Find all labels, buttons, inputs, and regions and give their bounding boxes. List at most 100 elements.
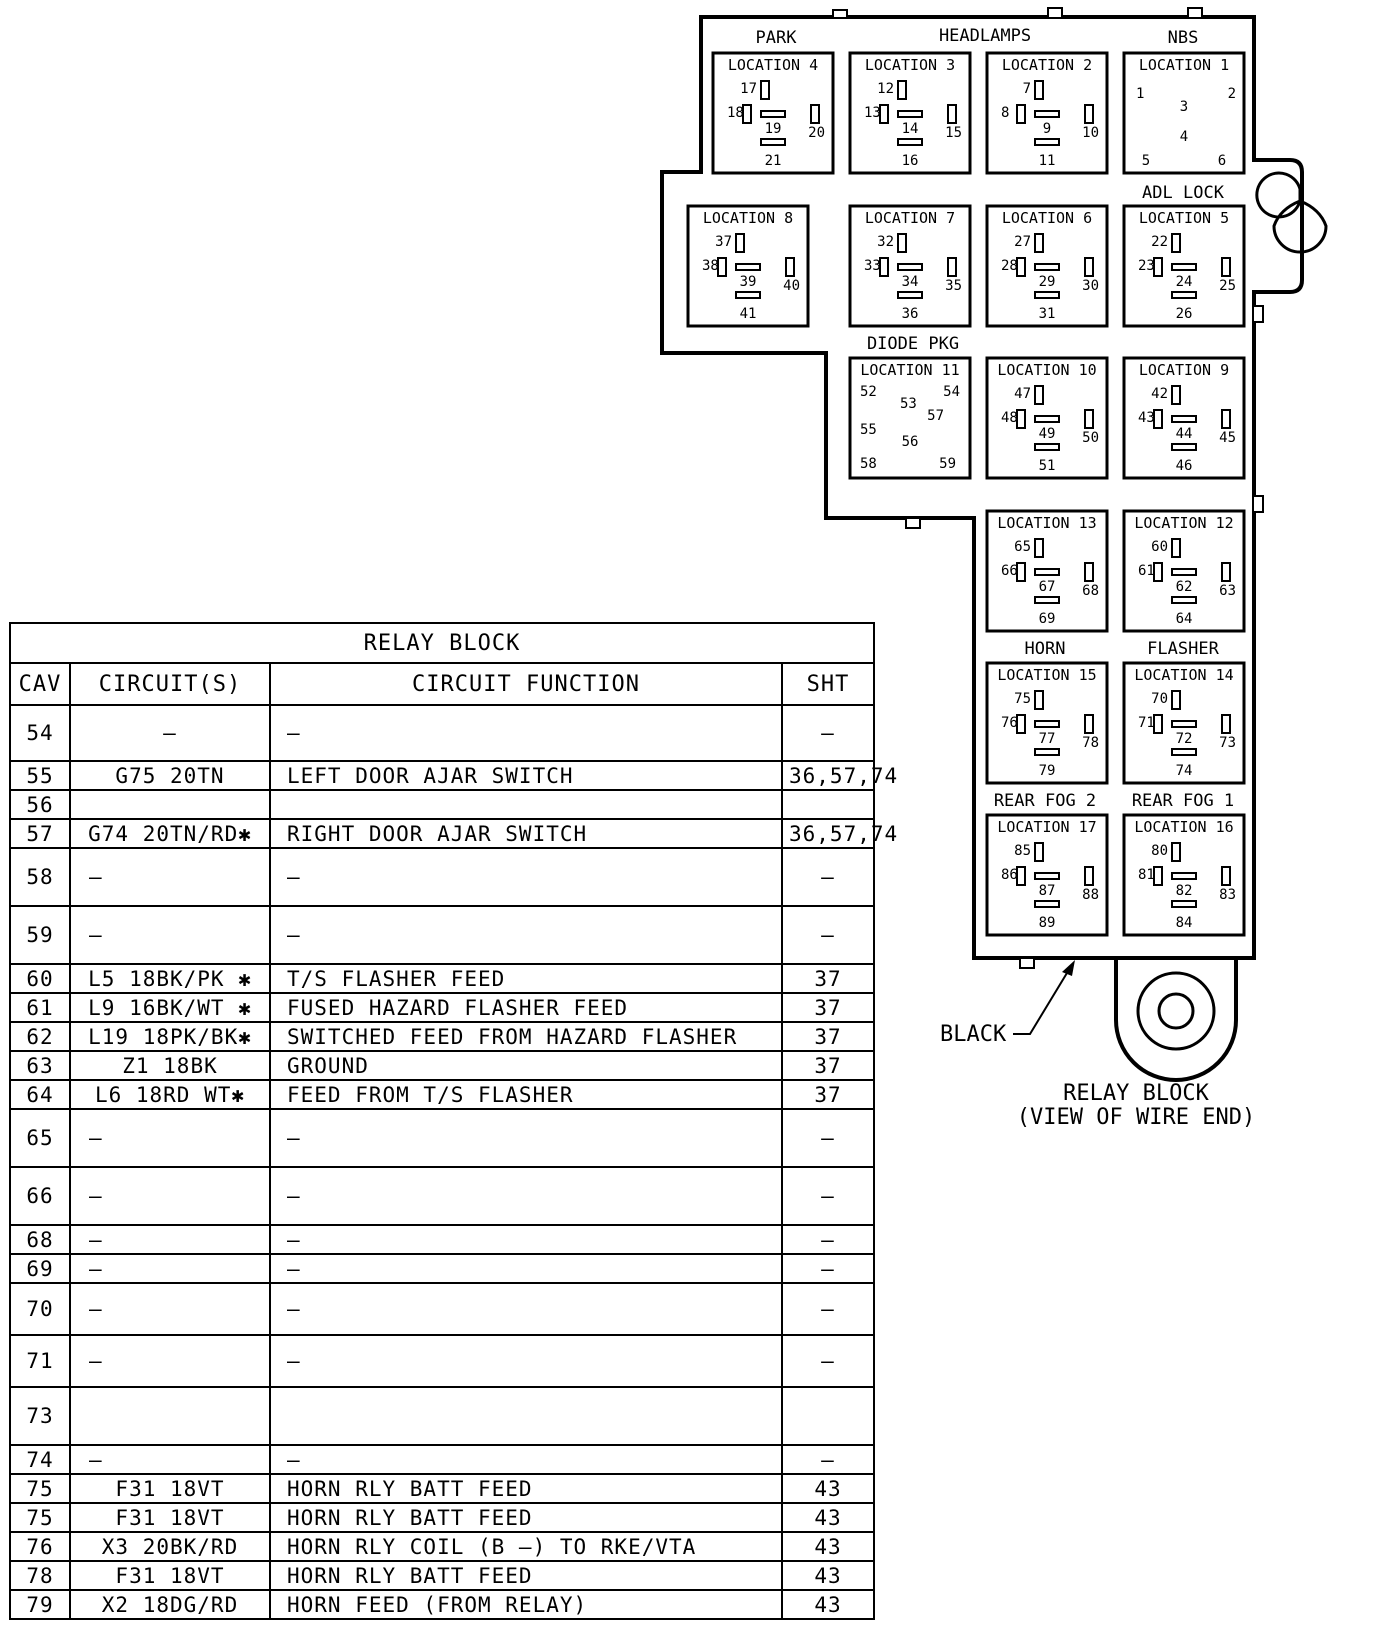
terminal-slot	[1171, 385, 1181, 405]
terminal-slot	[879, 257, 889, 277]
sht-cell: —	[780, 1444, 876, 1475]
function-cell: HORN FEED (FROM RELAY)	[269, 1589, 783, 1620]
function-cell: FEED FROM T/S FLASHER	[269, 1079, 783, 1110]
cav-cell: 75	[9, 1473, 71, 1504]
pin-number: 66	[1001, 563, 1018, 579]
terminal-slot	[1016, 866, 1026, 886]
terminal-slot	[1034, 138, 1060, 146]
location-label: LOCATION 17	[997, 818, 1096, 836]
pin-number: 71	[1138, 715, 1155, 731]
terminal-slot	[947, 257, 957, 277]
cav-cell: 57	[9, 818, 71, 849]
terminal-slot	[1034, 415, 1060, 423]
black-arrow-head	[1062, 960, 1075, 976]
cav-cell: 75	[9, 1502, 71, 1533]
cav-cell: 76	[9, 1531, 71, 1562]
pin-number: 28	[1001, 258, 1018, 274]
terminal-slot	[760, 80, 770, 100]
terminal-slot	[735, 233, 745, 253]
pin-number: 11	[1039, 153, 1056, 169]
table-row: 74———	[9, 1444, 876, 1475]
pin-number: 78	[1082, 735, 1099, 751]
terminal-slot	[1171, 291, 1197, 299]
pin-number: 60	[1151, 539, 1168, 555]
pin-number: 41	[740, 306, 757, 322]
pin-number: 40	[783, 278, 800, 294]
terminal-slot	[947, 104, 957, 124]
pin-number: 80	[1151, 843, 1168, 859]
pin-number: 8	[1001, 105, 1009, 121]
terminal-slot	[1153, 257, 1163, 277]
pin-number: 69	[1039, 611, 1056, 627]
sht-cell: —	[780, 1334, 876, 1388]
circuit-cell: F31 18VT	[69, 1473, 271, 1504]
pin-number: 72	[1176, 731, 1193, 747]
pin-number: 24	[1176, 274, 1193, 290]
pin-number: 53	[900, 396, 917, 412]
circuit-cell: L9 16BK/WT ✱	[69, 992, 271, 1023]
terminal-slot	[1084, 866, 1094, 886]
circuit-cell: —	[69, 704, 271, 762]
cav-cell: 63	[9, 1050, 71, 1081]
relay-location-outline	[985, 509, 1109, 633]
terminal-slot	[1221, 257, 1231, 277]
pin-number: 57	[927, 408, 944, 424]
terminal-slot	[1034, 568, 1060, 576]
cav-cell: 62	[9, 1021, 71, 1052]
sht-cell: 36,57,74	[780, 760, 897, 791]
cav-cell: 71	[9, 1334, 71, 1388]
pin-number: 7	[1023, 81, 1031, 97]
terminal-slot	[897, 263, 923, 271]
function-cell: HORN RLY COIL (B —) TO RKE/VTA	[269, 1531, 783, 1562]
location-label: LOCATION 8	[703, 209, 793, 227]
function-cell: HORN RLY BATT FEED	[269, 1560, 783, 1591]
terminal-slot	[1034, 842, 1044, 862]
relay-location-outline	[985, 51, 1109, 175]
pin-number: 10	[1082, 125, 1099, 141]
terminal-slot	[1034, 443, 1060, 451]
pin-number: 77	[1039, 731, 1056, 747]
circuit-cell: L6 18RD WT✱	[69, 1079, 271, 1110]
terminal-slot	[897, 110, 923, 118]
terminal-slot	[1084, 409, 1094, 429]
relay-location-outline	[848, 204, 972, 328]
table-row: 70———	[9, 1282, 876, 1336]
pin-number: 89	[1039, 915, 1056, 931]
circuit-cell: —	[69, 1334, 271, 1388]
table-row: 59———	[9, 905, 876, 965]
black-leader-line	[1013, 967, 1071, 1035]
location-label: LOCATION 11	[860, 361, 959, 379]
function-cell	[269, 1386, 783, 1446]
cav-cell: 64	[9, 1079, 71, 1110]
keyhole-mount	[1255, 171, 1328, 254]
function-cell: GROUND	[269, 1050, 783, 1081]
terminal-slot	[717, 257, 727, 277]
pin-number: 27	[1014, 234, 1031, 250]
pin-number: 6	[1218, 153, 1226, 169]
terminal-slot	[897, 138, 923, 146]
caption-line-2: (VIEW OF WIRE END)	[1017, 1105, 1255, 1130]
relay-block-housing	[660, 15, 1304, 960]
pin-number: 26	[1176, 306, 1193, 322]
pin-number: 16	[902, 153, 919, 169]
pin-number: 1	[1136, 86, 1144, 102]
header-function: CIRCUIT FUNCTION	[269, 662, 783, 706]
bolt-boss-outer	[1136, 971, 1216, 1051]
pin-number: 5	[1142, 153, 1150, 169]
terminal-slot	[1171, 690, 1181, 710]
terminal-slot	[1171, 233, 1181, 253]
pin-number: 58	[860, 456, 877, 472]
pin-number: 34	[902, 274, 919, 290]
location-label: LOCATION 16	[1134, 818, 1233, 836]
pin-number: 70	[1151, 691, 1168, 707]
pin-number: 2	[1228, 86, 1236, 102]
circuit-cell	[69, 789, 271, 820]
cav-cell: 54	[9, 704, 71, 762]
pin-number: 3	[1180, 99, 1188, 115]
